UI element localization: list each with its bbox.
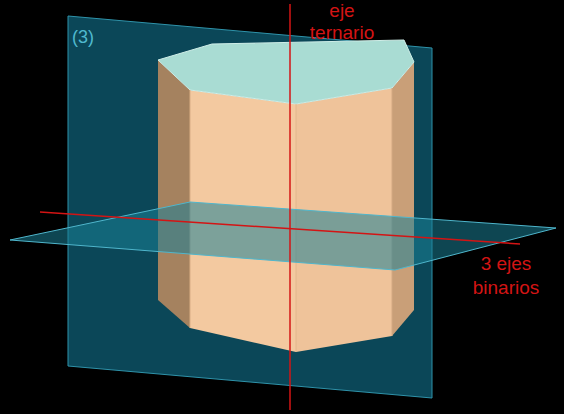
prism-edge xyxy=(392,88,393,336)
prism-right-face xyxy=(392,62,414,336)
ternary-axis xyxy=(289,4,291,410)
prism-top-face xyxy=(158,40,414,104)
axis-label: eje ternario xyxy=(296,0,388,44)
prism-left-face xyxy=(158,60,190,328)
horizontal-plane xyxy=(10,202,556,270)
binary-axis xyxy=(40,212,520,244)
plane-label: (3) xyxy=(72,26,112,48)
axis-label: 3 ejes binarios xyxy=(456,252,556,300)
